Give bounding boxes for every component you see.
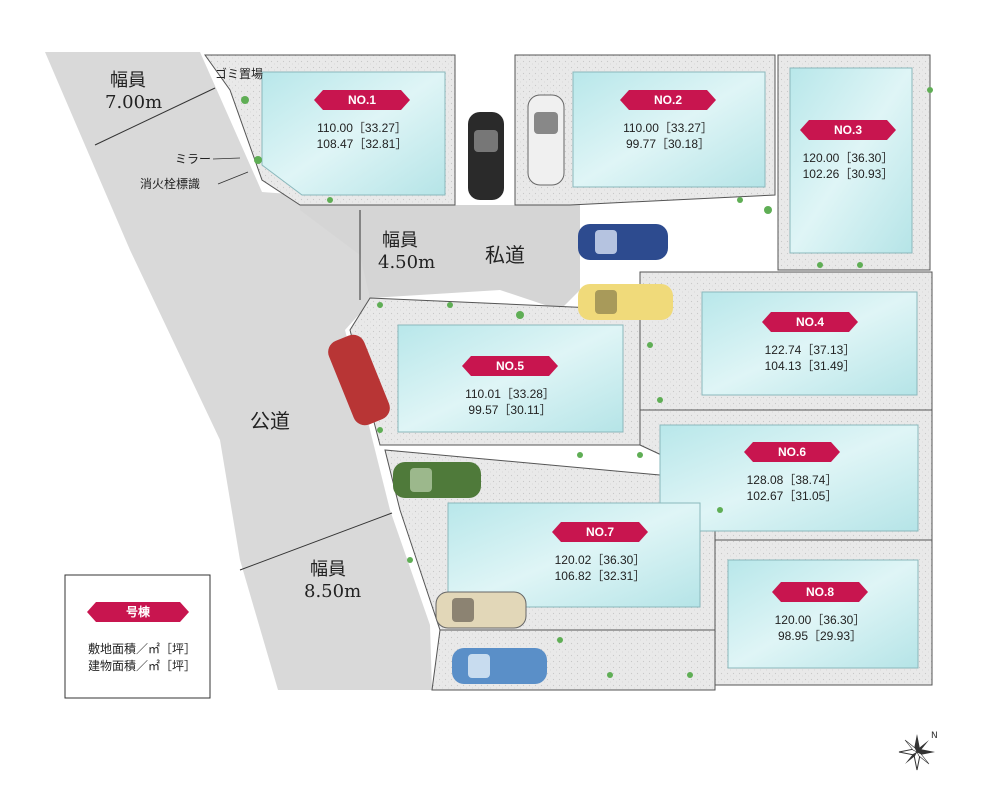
lot-4-number: NO.4 xyxy=(796,315,824,329)
car-white xyxy=(527,94,565,186)
mirror-label: ミラー xyxy=(175,152,211,166)
lot-7-badge xyxy=(552,522,648,542)
lot-2-badge xyxy=(620,90,716,110)
legend-line-2: 建物面積／㎡［坪］ xyxy=(88,658,196,673)
car-beige xyxy=(435,591,527,629)
north-road-dimension xyxy=(94,87,216,146)
legend-box xyxy=(64,574,211,699)
private-road-width: 4.50m xyxy=(378,252,435,273)
car-black xyxy=(468,112,504,200)
compass-rose-icon: N xyxy=(898,731,938,771)
lot-3-number: NO.3 xyxy=(834,123,862,137)
lot-3-building-area: 102.26［30.93］ xyxy=(803,167,894,181)
lot-5-building-area: 99.57［30.11］ xyxy=(468,403,551,417)
mirror-leader xyxy=(212,157,241,160)
south-road-dimension xyxy=(239,512,393,571)
private-road-area xyxy=(300,205,580,310)
lot-6-badge xyxy=(744,442,840,462)
lot-6-building-area: 102.67［31.05］ xyxy=(747,489,838,503)
lot-5-site-area: 110.01［33.28］ xyxy=(465,387,555,401)
private-road-width-label: 幅員 xyxy=(382,230,418,251)
lot-7-number: NO.7 xyxy=(586,525,614,539)
lot-7-building xyxy=(447,502,701,608)
public-road-label: 公道 xyxy=(250,409,290,433)
svg-text:N: N xyxy=(931,731,938,741)
car-green xyxy=(393,462,481,498)
car-blue-1 xyxy=(578,224,668,260)
lot-7-site-area: 120.02［36.30］ xyxy=(555,553,646,567)
south-road-width: 8.50m xyxy=(304,581,361,602)
south-road-label: 幅員 xyxy=(310,559,346,580)
car-blue-2 xyxy=(452,648,547,684)
lot-6-number: NO.6 xyxy=(778,445,806,459)
lot-2-building-area: 99.77［30.18］ xyxy=(626,137,710,151)
lot-8-badge xyxy=(772,582,868,602)
lot-1-badge xyxy=(314,90,410,110)
lot-5-number: NO.5 xyxy=(496,359,524,373)
lot-8-site-area: 120.00［36.30］ xyxy=(775,613,866,627)
lot-3-badge xyxy=(800,120,896,140)
legend-badge xyxy=(87,602,189,622)
legend-badge-text: 号棟 xyxy=(126,604,151,619)
lot-6-site-area: 128.08［38.74］ xyxy=(747,473,838,487)
lot-3-site-area: 120.00［36.30］ xyxy=(803,151,894,165)
lot-8-building xyxy=(727,559,919,669)
lot-8-building-area: 98.95［29.93］ xyxy=(778,629,862,643)
lot-5-badge xyxy=(462,356,558,376)
hedges xyxy=(241,87,933,678)
lot-1-site-area: 110.00［33.27］ xyxy=(317,121,407,135)
north-road-width: 7.00m xyxy=(105,92,162,113)
lot-2-site-area: 110.00［33.27］ xyxy=(623,121,713,135)
lot-3-building xyxy=(789,67,913,254)
lot-2-number: NO.2 xyxy=(654,93,682,107)
car-yellow xyxy=(578,284,673,320)
lot-4-building xyxy=(701,291,918,396)
lot-4-building-area: 104.13［31.49］ xyxy=(765,359,856,373)
hydrant-sign-label: 消火栓標識 xyxy=(140,176,200,191)
lot-7-building-area: 106.82［32.31］ xyxy=(555,569,646,583)
lot-5-building xyxy=(397,324,624,433)
lot-labels: NO.1 110.00［33.27］ 108.47［32.81］ NO.2 110.00… xyxy=(314,90,896,643)
lot-4-site-area: 122.74［37.13］ xyxy=(765,343,856,357)
garbage-label: ゴミ置場 xyxy=(215,66,263,81)
lot-1-building-area: 108.47［32.81］ xyxy=(317,137,408,151)
car-red xyxy=(328,334,390,426)
legend-line-1: 敷地面積／㎡［坪］ xyxy=(88,641,196,656)
private-road-label: 私道 xyxy=(485,243,525,267)
lot-8-number: NO.8 xyxy=(806,585,834,599)
lot-1-number: NO.1 xyxy=(348,93,376,107)
lot-4-badge xyxy=(762,312,858,332)
hydrant-leader xyxy=(217,171,249,185)
north-road-label: 幅員 xyxy=(110,70,146,91)
